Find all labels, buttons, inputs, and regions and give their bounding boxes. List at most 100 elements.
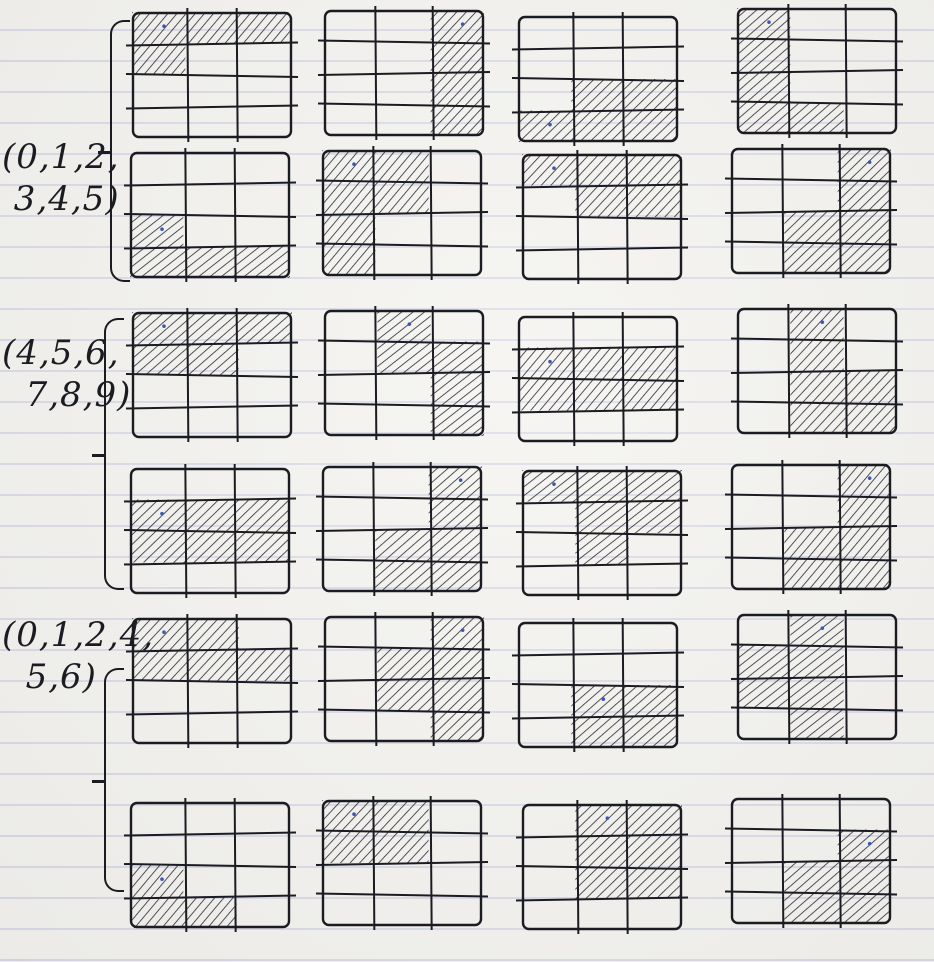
pen-dot xyxy=(548,123,552,127)
grid-drawing xyxy=(518,622,678,748)
hatched-cell xyxy=(629,502,682,534)
hatched-cell xyxy=(629,470,682,502)
pen-dot xyxy=(767,20,771,24)
hatched-cell xyxy=(132,44,185,76)
grid-drawing xyxy=(324,616,484,742)
grid-panel xyxy=(518,622,678,748)
hatched-cell xyxy=(429,498,482,530)
hatched-cell xyxy=(784,243,837,275)
hatched-cell xyxy=(375,150,428,182)
group-brace-1 xyxy=(110,20,130,282)
grid-line xyxy=(516,248,688,251)
hatched-cell xyxy=(790,403,843,435)
hatched-cell xyxy=(183,897,236,929)
grid-panel xyxy=(132,12,292,138)
hatched-cell xyxy=(790,677,843,709)
hatched-cell xyxy=(237,247,290,279)
hatched-cell xyxy=(377,648,430,680)
grid-drawing xyxy=(322,466,482,592)
hatched-cell xyxy=(132,312,185,344)
hatched-cell xyxy=(838,496,891,528)
group-label-1: (0,1,2, 3,4,5) xyxy=(2,136,120,220)
hatched-cell xyxy=(183,247,236,279)
hatched-cell xyxy=(185,344,238,376)
hatched-cell xyxy=(737,71,790,103)
grid-drawing xyxy=(731,798,891,924)
hatched-cell xyxy=(322,213,375,245)
grid-drawing xyxy=(522,470,682,596)
pen-dot xyxy=(352,812,356,816)
pen-dot xyxy=(821,320,825,324)
hatched-cell xyxy=(629,154,682,186)
grid-drawing xyxy=(324,10,484,136)
hatched-cell xyxy=(322,245,375,277)
hatched-cell xyxy=(784,211,837,243)
hatched-cell xyxy=(377,679,430,711)
hatched-cell xyxy=(375,832,428,864)
grid-line xyxy=(126,712,298,715)
grid-panel xyxy=(322,466,482,592)
hatched-cell xyxy=(322,800,375,832)
grid-drawing xyxy=(130,468,290,594)
hatched-cell xyxy=(431,73,484,105)
grid-panel xyxy=(130,468,290,594)
hatched-cell xyxy=(237,531,290,563)
grid-panel xyxy=(522,470,682,596)
grid-drawing xyxy=(522,804,682,930)
grid-line xyxy=(126,74,298,77)
grid-drawing xyxy=(737,614,897,740)
hatched-cell xyxy=(737,40,790,72)
pen-dot xyxy=(459,478,463,482)
pen-dot xyxy=(352,162,356,166)
hatched-cell xyxy=(629,804,682,836)
grid-drawing xyxy=(518,16,678,142)
grid-line xyxy=(316,894,488,897)
grid-panel xyxy=(324,616,484,742)
grid-drawing xyxy=(132,12,292,138)
hatched-cell xyxy=(431,679,484,711)
hatched-cell xyxy=(625,379,678,411)
hatched-cell xyxy=(629,867,682,899)
hatched-cell xyxy=(431,711,484,743)
hatched-cell xyxy=(185,618,238,650)
pen-dot xyxy=(160,512,164,516)
hatched-cell xyxy=(429,529,482,561)
hatched-cell xyxy=(130,531,183,563)
hatched-cell xyxy=(518,348,571,380)
pen-dot xyxy=(461,628,465,632)
grid-drawing xyxy=(322,150,482,276)
grid-line xyxy=(126,106,298,109)
grid-panel xyxy=(132,618,292,744)
grid-drawing xyxy=(731,148,891,274)
hatched-cell xyxy=(571,111,624,143)
grid-panel xyxy=(731,148,891,274)
pen-dot xyxy=(162,324,166,328)
grid-line xyxy=(512,653,684,656)
hatched-cell xyxy=(575,867,628,899)
grid-panel xyxy=(132,312,292,438)
hatched-cell xyxy=(429,466,482,498)
hatched-cell xyxy=(784,559,837,591)
grid-panel xyxy=(737,308,897,434)
grid-panel xyxy=(324,310,484,436)
hatched-cell xyxy=(838,893,891,925)
hatched-cell xyxy=(838,830,891,862)
hatched-cell xyxy=(239,650,292,682)
hatched-cell xyxy=(629,836,682,868)
grid-drawing xyxy=(322,800,482,926)
hatched-cell xyxy=(838,861,891,893)
hatched-cell xyxy=(737,646,790,678)
hatched-cell xyxy=(790,709,843,741)
pen-dot xyxy=(408,322,412,326)
grid-line xyxy=(124,833,296,836)
pen-dot xyxy=(821,626,825,630)
hatched-cell xyxy=(625,348,678,380)
hatched-cell xyxy=(625,79,678,111)
hatched-cell xyxy=(838,148,891,180)
grid-panel xyxy=(130,802,290,928)
hatched-cell xyxy=(322,182,375,214)
hatched-cell xyxy=(575,154,628,186)
hatched-cell xyxy=(737,8,790,40)
grid-drawing xyxy=(518,316,678,442)
pen-dot xyxy=(606,816,610,820)
